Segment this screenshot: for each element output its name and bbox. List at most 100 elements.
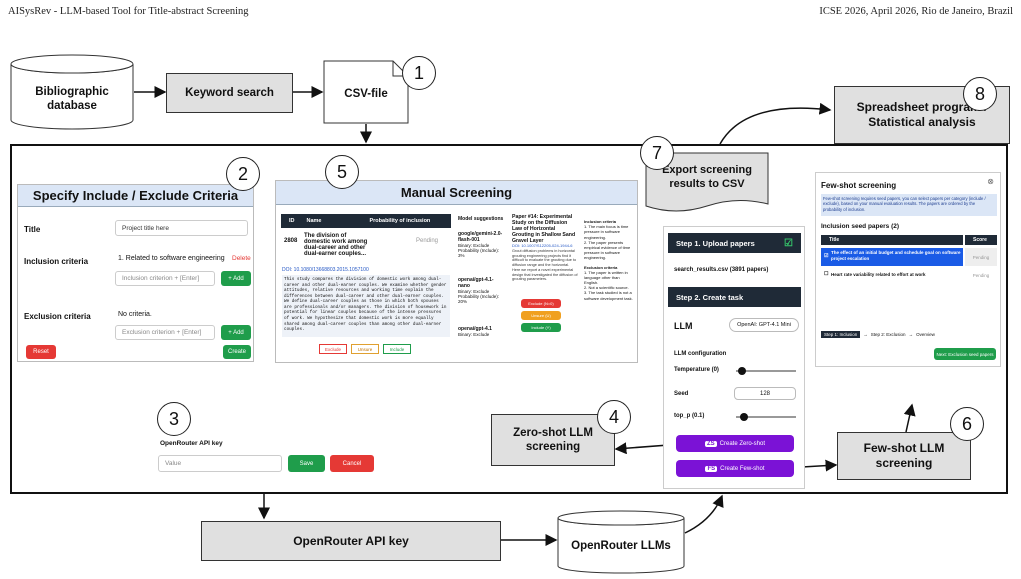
step1-label: Step 1. Upload papers — [676, 238, 755, 248]
openrouter-key-box: OpenRouter API key — [201, 521, 501, 561]
sidebar-excl-item: 2. Not a scientific source. — [584, 285, 629, 291]
few-shot-panel: Few-shot screening ⊗ Few-shot screening … — [815, 172, 1001, 367]
llm-label: LLM — [674, 321, 693, 331]
top-p-label: top_p (0.1) — [674, 413, 705, 419]
apikey-input[interactable]: Value — [158, 455, 282, 472]
arrow-right-icon: → — [863, 332, 868, 337]
close-icon[interactable]: ⊗ — [987, 177, 994, 186]
stepper-step3[interactable]: Overview — [916, 332, 935, 337]
config-label: LLM configuration — [674, 351, 727, 357]
seed-row-selected[interactable]: ☑ The effect of an initial budget and sc… — [821, 248, 963, 266]
bibliographic-database: Bibliographic database — [10, 54, 134, 130]
zero-shot-box: Zero-shot LLM screening — [491, 414, 615, 466]
col-id: ID — [289, 218, 295, 224]
criteria-sidebar: Inclusion criteria 1. The main focus is … — [584, 219, 634, 301]
keyword-search-box: Keyword search — [166, 73, 293, 113]
model-suggestions-hdr: Model suggestions — [458, 216, 504, 222]
inclusion-item: 1. Related to software engineering — [118, 255, 225, 262]
stepper-step1[interactable]: Step 1: Inclusion — [821, 331, 861, 338]
exclude-button[interactable]: Exclude — [319, 344, 347, 354]
stepper-step2[interactable]: Step 2: Exclusion — [870, 332, 906, 337]
few-col-title: Title — [821, 235, 963, 245]
arrow-right-icon: → — [908, 332, 914, 337]
few-col-score: Score — [965, 235, 997, 245]
abstract-text: This study compares the division of dome… — [282, 275, 450, 337]
no-criteria-text: No criteria. — [118, 311, 152, 318]
check-icon: ☑ — [784, 237, 793, 249]
fs-tag: FS — [705, 465, 718, 472]
include-button[interactable]: Include — [383, 344, 411, 354]
model-2-name: openai/gpt-4.1-nano — [458, 277, 494, 289]
add-exclusion-button[interactable]: + Add — [221, 325, 251, 340]
zs-tag: ZS — [704, 440, 717, 447]
few-shot-box: Few-shot LLM screening — [837, 432, 971, 480]
model-1-name: google/gemini-2.0-flash-001 — [458, 231, 503, 243]
create-few-shot-button[interactable]: FS Create Few-shot — [676, 460, 794, 477]
few-shot-title: Few-shot screening — [821, 181, 897, 190]
checkbox-checked-icon[interactable]: ☑ — [824, 253, 829, 259]
step-number-6: 6 — [950, 407, 984, 441]
top-p-slider[interactable] — [736, 413, 796, 421]
criteria-panel: Specify Include / Exclude Criteria Title… — [17, 184, 254, 362]
step-number-8: 8 — [963, 77, 997, 111]
unsure-u-button[interactable]: Unsure (U) — [521, 311, 561, 320]
cancel-button[interactable]: Cancel — [330, 455, 374, 472]
manual-screening-panel: Manual Screening ID Name Probability of … — [275, 180, 638, 363]
llm-select[interactable]: OpenAI: GPT-4.1 Mini — [729, 318, 799, 332]
step-number-1: 1 — [402, 56, 436, 90]
paper-doi[interactable]: DOI: 10.1007/S12205-024-1944-6 — [512, 243, 573, 248]
seed-row-score: Pending — [972, 272, 990, 278]
step-number-7: 7 — [640, 136, 674, 170]
unsure-button[interactable]: Unsure — [351, 344, 379, 354]
title-input[interactable]: Project title here — [115, 220, 248, 236]
system-frame — [10, 144, 1008, 494]
seed-row-score: Pending — [965, 248, 997, 266]
exclusion-input[interactable]: Exclusion criterion + [Enter] — [115, 325, 215, 340]
reset-button[interactable]: Reset — [26, 345, 56, 359]
doi-text[interactable]: DOI: 10.1080/13668803.2015.1057100 — [282, 267, 369, 273]
paper-text: Grout diffusion problems in horizontal g… — [512, 249, 578, 282]
next-exclusion-button[interactable]: Next: Exclusion seed papers — [934, 348, 996, 360]
seed-row[interactable]: ☐ Heart rate variability related to effo… — [821, 269, 963, 281]
seed-input[interactable]: 128 — [734, 387, 796, 400]
csv-file-node: CSV-file — [323, 60, 409, 124]
header-right: ICSE 2026, April 2026, Rio de Janeiro, B… — [819, 6, 1013, 17]
exclude-n-button[interactable]: Exclude (N=0) — [521, 299, 561, 308]
model-2-line: Probability (Include): 20% — [458, 294, 500, 304]
delete-link[interactable]: Delete — [232, 255, 251, 262]
col-prob: Probability of inclusion — [369, 218, 431, 224]
save-button[interactable]: Save — [288, 455, 325, 472]
few-shot-info: Few-shot screening requires seed papers,… — [821, 194, 997, 216]
model-2-line: Binary: Exclude — [458, 289, 490, 294]
fs-label: Create Few-shot — [720, 465, 765, 472]
model-1: google/gemini-2.0-flash-001 Binary: Excl… — [458, 231, 504, 258]
apikey-label: OpenRouter API key — [160, 440, 223, 447]
task-panel: Step 1. Upload papers ☑ search_results.c… — [663, 226, 805, 489]
stepper: Step 1: Inclusion → Step 2: Exclusion → … — [821, 331, 935, 338]
create-zero-shot-button[interactable]: ZS Create Zero-shot — [676, 435, 794, 452]
temp-slider[interactable] — [736, 367, 796, 375]
manual-table-header: ID Name Probability of inclusion — [281, 214, 451, 228]
openrouter-llms: OpenRouter LLMs — [557, 510, 685, 574]
sidebar-excl-hdr: Exclusion criteria — [584, 264, 618, 270]
paper-title: Paper #14: Experimental Study on the Dif… — [512, 214, 576, 244]
arrow-fewshot-up — [903, 403, 916, 433]
arrow-llms-to-system — [684, 494, 724, 534]
model-2: openai/gpt-4.1-nano Binary: Exclude Prob… — [458, 277, 504, 304]
include-y-button[interactable]: Include (Y) — [521, 323, 561, 332]
add-inclusion-button[interactable]: + Add — [221, 271, 251, 286]
inclusion-input[interactable]: Inclusion criterion + [Enter] — [115, 271, 215, 286]
create-button[interactable]: Create — [223, 345, 251, 359]
sidebar-excl-item: 3. The task studied is not a software de… — [584, 290, 633, 301]
checkbox-icon[interactable]: ☐ — [824, 271, 829, 277]
criteria-title: Specify Include / Exclude Criteria — [18, 185, 253, 207]
temp-label: Temperature (0) — [674, 367, 719, 373]
uploaded-file: search_results.csv (3891 papers) — [674, 267, 769, 273]
sidebar-excl-item: 1. The paper is written in language othe… — [584, 269, 628, 286]
step-number-4: 4 — [597, 400, 631, 434]
step-number-3: 3 — [157, 402, 191, 436]
inclusion-label: Inclusion criteria — [24, 257, 89, 266]
model-3: openai/gpt-4.1 Binary: Exclude — [458, 326, 504, 337]
row-name[interactable]: The division of domestic work among dual… — [304, 233, 368, 257]
model-1-line: Probability (Include): 3% — [458, 248, 500, 258]
